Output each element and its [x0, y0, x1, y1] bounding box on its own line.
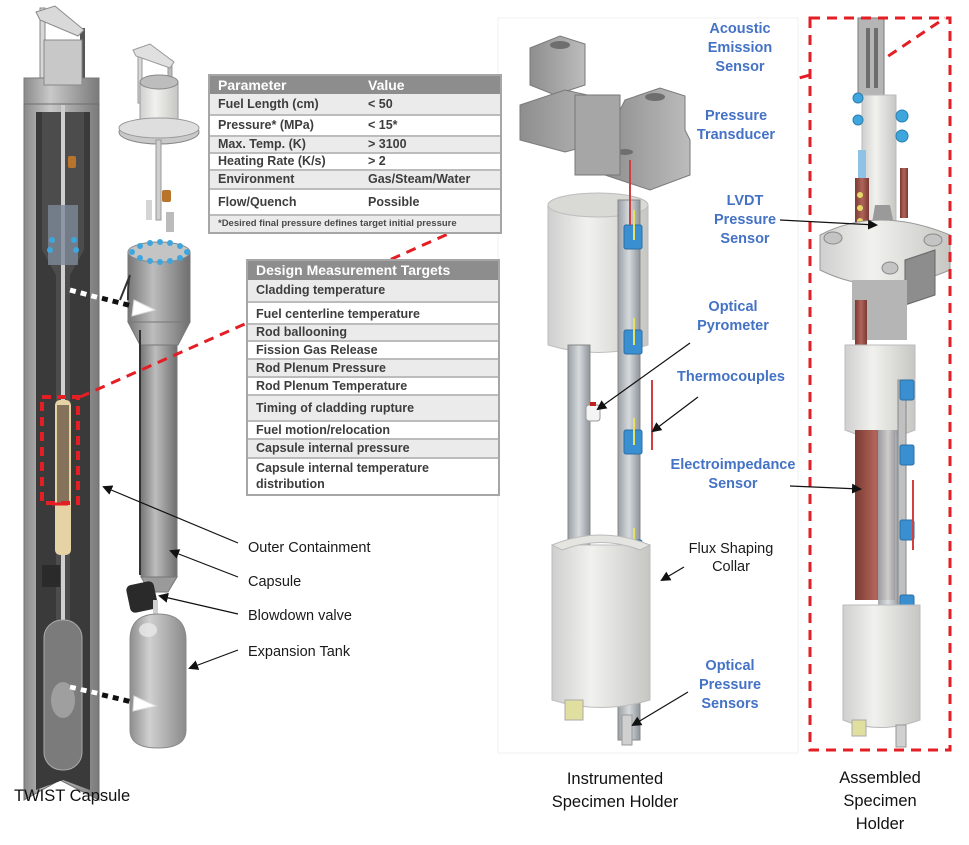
label-arrows	[102, 219, 878, 727]
arrow-capsule	[169, 549, 239, 578]
header-value: Value	[368, 77, 405, 93]
exploded-capsule	[118, 43, 200, 749]
arrow-thermocouples	[651, 396, 699, 433]
label-lvdt-pressure-sensor: LVDT Pressure Sensor	[713, 193, 777, 247]
target-row: Capsule internal temperature distributio…	[248, 459, 498, 494]
target-row: Cladding temperature	[248, 280, 498, 303]
label-electroimpedance-sensor: Electroimpedance Sensor	[670, 457, 796, 492]
arrow-optical-pyrometer	[596, 342, 691, 411]
target-row: Fuel motion/relocation	[248, 422, 498, 440]
label-acoustic-emission-sensor: Acoustic Emission Sensor	[707, 21, 773, 75]
arrow-electroimpedance	[789, 483, 862, 494]
specimen-callout-box	[40, 395, 80, 505]
instrumented-holder	[497, 17, 799, 754]
param-value: Gas/Steam/Water	[368, 172, 471, 186]
target-row: Timing of cladding rupture	[248, 396, 498, 422]
caption-assembled-holder: Assembled Specimen Holder	[839, 769, 921, 833]
caption-twist-capsule: TWIST Capsule	[14, 787, 131, 805]
param-value: < 50	[368, 97, 393, 111]
assembled-callout-box	[808, 16, 952, 752]
label-capsule: Capsule	[248, 574, 302, 590]
table-row: Flow/Quench Possible	[210, 190, 500, 216]
param-name: Fuel Length (cm)	[218, 97, 319, 111]
twist-capsule-cutaway	[23, 5, 100, 801]
target-row: Rod Plenum Pressure	[248, 360, 498, 378]
table-row: Environment Gas/Steam/Water	[210, 171, 500, 190]
target-row: Rod Plenum Temperature	[248, 378, 498, 396]
label-optical-pressure-sensors: Optical Pressure Sensors	[698, 658, 762, 712]
parameter-table: Parameter Value Fuel Length (cm) < 50 Pr…	[208, 74, 502, 234]
table-row: Max. Temp. (K) > 3100	[210, 137, 500, 154]
correspondence-arrows	[69, 287, 158, 712]
arrow-blowdown-valve	[158, 592, 239, 615]
parameter-footnote: *Desired final pressure defines target i…	[210, 216, 500, 232]
label-optical-pyrometer: Optical Pyrometer	[697, 299, 769, 334]
arrow-flux-collar	[660, 566, 685, 582]
arrow-outer-containment	[102, 485, 239, 544]
label-outer-containment: Outer Containment	[248, 540, 371, 556]
table-row: Fuel Length (cm) < 50	[210, 94, 500, 116]
label-blowdown-valve: Blowdown valve	[248, 608, 352, 624]
table-row: Heating Rate (K/s) > 2	[210, 154, 500, 171]
table-row: Pressure* (MPa) < 15*	[210, 116, 500, 137]
param-value: > 2	[368, 154, 386, 168]
targets-table-header: Design Measurement Targets	[248, 261, 498, 280]
arrow-optical-pressure	[631, 691, 689, 727]
target-row: Fission Gas Release	[248, 342, 498, 360]
label-pressure-transducer: Pressure Transducer	[696, 108, 776, 143]
arrow-lvdt	[779, 219, 878, 230]
param-name: Flow/Quench	[218, 195, 297, 209]
label-thermocouples: Thermocouples	[677, 369, 785, 385]
header-parameter: Parameter	[218, 77, 287, 93]
target-row: Capsule internal pressure	[248, 440, 498, 459]
caption-instrumented-holder: Instrumented Specimen Holder	[551, 770, 679, 811]
param-value: < 15*	[368, 118, 398, 132]
param-name: Pressure* (MPa)	[218, 118, 314, 132]
label-flux-shaping-collar: Flux Shaping Collar	[688, 541, 774, 575]
parameter-table-header: Parameter Value	[210, 76, 500, 94]
param-name: Heating Rate (K/s)	[218, 154, 326, 168]
arrow-expansion-tank	[188, 649, 239, 670]
param-name: Environment	[218, 172, 295, 186]
target-row: Rod ballooning	[248, 325, 498, 342]
target-row: Fuel centerline temperature	[248, 303, 498, 325]
label-expansion-tank: Expansion Tank	[248, 644, 351, 660]
param-name: Max. Temp. (K)	[218, 137, 306, 151]
param-value: Possible	[368, 195, 420, 209]
assembled-holder	[808, 16, 952, 752]
measurement-targets-table: Design Measurement Targets Cladding temp…	[246, 259, 500, 496]
param-value: > 3100	[368, 137, 407, 151]
